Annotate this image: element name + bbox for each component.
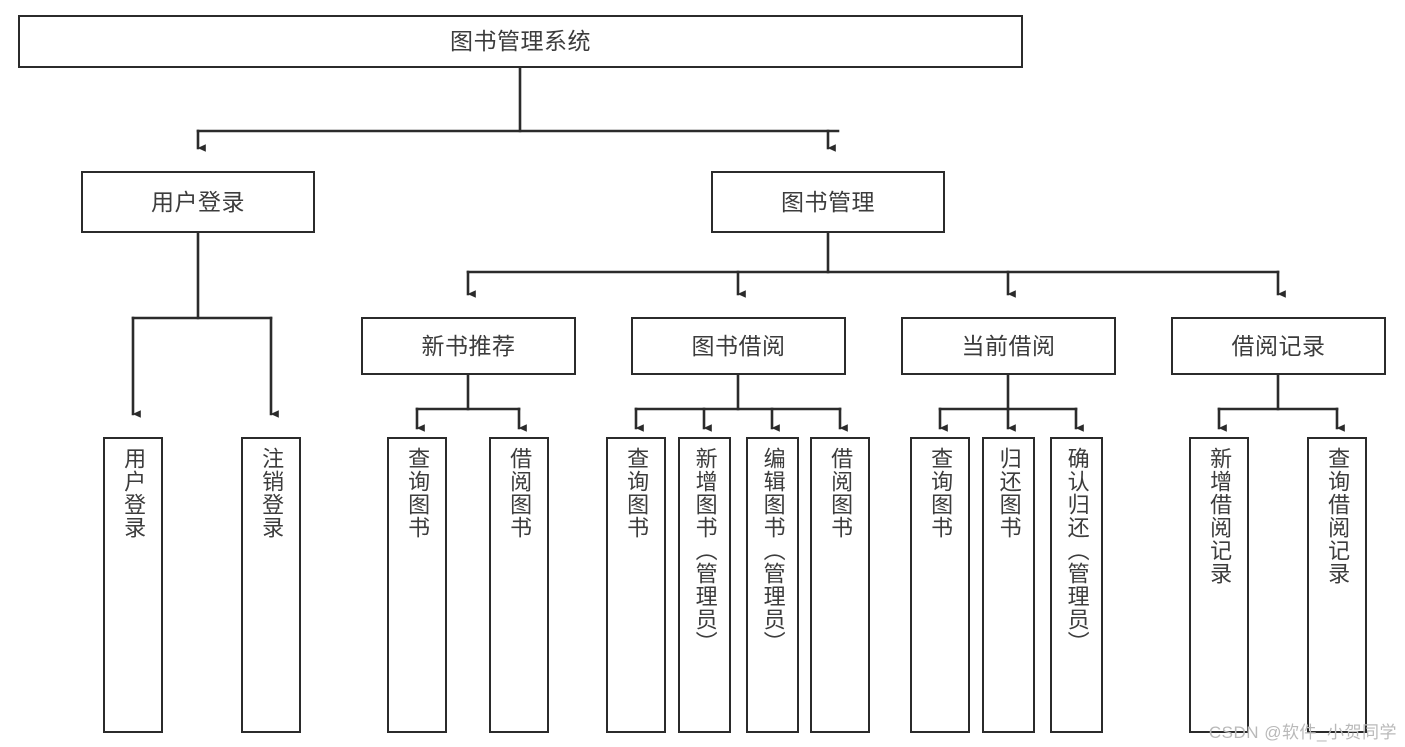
node-label: 查询图书 (928, 447, 954, 539)
node-user-login[interactable]: 用户登录 (81, 171, 315, 233)
node-book-management[interactable]: 图书管理 (711, 171, 945, 233)
node-leaf-return-book[interactable]: 归还图书 (982, 437, 1035, 733)
node-label: 用户登录 (121, 447, 147, 539)
node-label: 图书管理系统 (450, 28, 591, 54)
node-leaf-confirm-return-admin[interactable]: 确认归还（管理员） (1050, 437, 1103, 733)
node-leaf-query-book-current[interactable]: 查询图书 (910, 437, 970, 733)
node-label: 注销登录 (259, 447, 285, 539)
node-leaf-query-book-newbook[interactable]: 查询图书 (387, 437, 447, 733)
node-book-borrowing[interactable]: 图书借阅 (631, 317, 846, 375)
node-label: 当前借阅 (961, 332, 1056, 359)
node-label: 新书推荐 (421, 332, 516, 359)
node-leaf-add-book-admin[interactable]: 新增图书（管理员） (678, 437, 731, 733)
node-label: 归还图书 (996, 447, 1022, 539)
node-leaf-logout[interactable]: 注销登录 (241, 437, 301, 733)
node-current-borrowing[interactable]: 当前借阅 (901, 317, 1116, 375)
node-new-book-recommendation[interactable]: 新书推荐 (361, 317, 576, 375)
node-label: 图书借阅 (691, 332, 786, 359)
node-label: 借阅图书 (828, 447, 854, 539)
node-label: 查询图书 (405, 447, 431, 539)
node-label: 图书管理 (781, 188, 875, 215)
node-leaf-edit-book-admin[interactable]: 编辑图书（管理员） (746, 437, 799, 733)
node-label: 查询借阅记录 (1325, 447, 1351, 585)
node-root-book-management-system[interactable]: 图书管理系统 (18, 15, 1023, 68)
node-leaf-lend-book[interactable]: 借阅图书 (810, 437, 870, 733)
node-label: 新增图书（管理员） (692, 447, 718, 654)
node-leaf-query-book-borrow[interactable]: 查询图书 (606, 437, 666, 733)
node-label: 新增借阅记录 (1207, 447, 1233, 585)
node-label: 借阅记录 (1231, 332, 1326, 359)
node-leaf-query-borrow-record[interactable]: 查询借阅记录 (1307, 437, 1367, 733)
node-leaf-borrow-book-newbook[interactable]: 借阅图书 (489, 437, 549, 733)
node-leaf-user-login[interactable]: 用户登录 (103, 437, 163, 733)
node-label: 编辑图书（管理员） (760, 447, 786, 654)
node-borrowing-record[interactable]: 借阅记录 (1171, 317, 1386, 375)
node-label: 确认归还（管理员） (1064, 447, 1090, 654)
node-label: 借阅图书 (507, 447, 533, 539)
node-label: 用户登录 (151, 188, 245, 215)
node-label: 查询图书 (624, 447, 650, 539)
node-leaf-add-borrow-record[interactable]: 新增借阅记录 (1189, 437, 1249, 733)
